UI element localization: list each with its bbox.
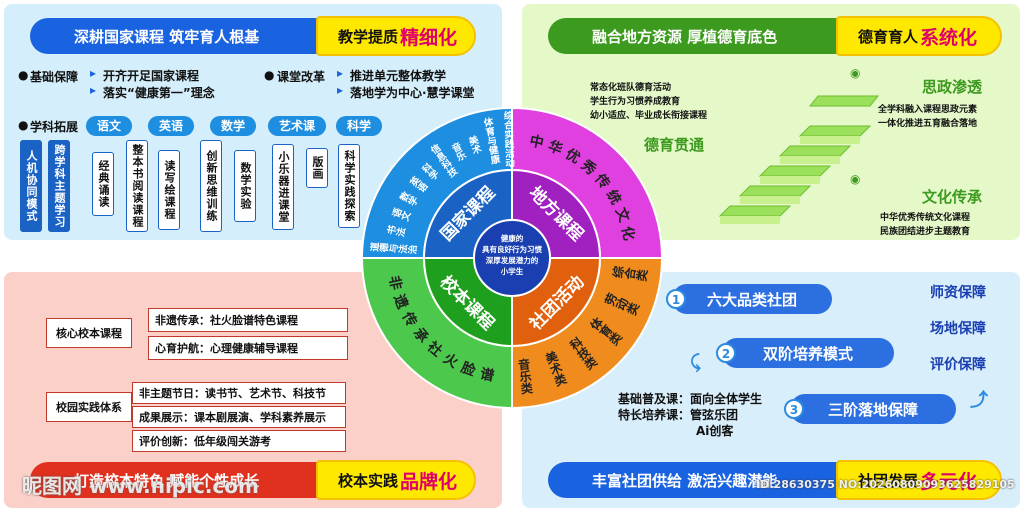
br-tag: 社团发展多元化 xyxy=(836,460,1002,500)
outer-school-char: 遗 xyxy=(390,291,411,311)
step-3-pill: 三阶落地保障 xyxy=(790,394,956,424)
culture-title: 文化传承 xyxy=(922,188,983,206)
location-pin-icon: ◉ xyxy=(850,66,861,80)
reform-item-1: 推进单元整体教学 xyxy=(350,69,447,83)
bullet-icon: ● xyxy=(264,68,275,82)
ideology-line-1: 全学科融入课程思政元素 xyxy=(878,105,978,115)
guarantee-evaluation: 评价保障 xyxy=(930,357,986,373)
subject-english: 英语 xyxy=(148,116,194,136)
course-special: 特长培养课：管弦乐团 xyxy=(618,408,739,422)
arrow-icon: ▸ xyxy=(337,83,344,97)
practice-label-box: 校园实践体系 xyxy=(46,392,132,422)
practice-item-1: 非主题节日：读书节、艺术节、科技节 xyxy=(132,382,346,404)
box-human-machine: 人机协同模式 xyxy=(20,140,42,232)
wheel-center xyxy=(473,219,551,297)
step-3-number: 3 xyxy=(784,399,804,419)
bl-banner: 打造校本特色 赋能个性成长 xyxy=(30,462,330,498)
practice-item-2: 成果展示：课本剧展演、学科素养展示 xyxy=(132,406,346,428)
reform-item-2: 落地学为中心·慧学课堂 xyxy=(350,86,475,100)
basic-label: 基础保障 xyxy=(30,70,79,84)
br-banner: 丰富社团供给 激活兴趣潜能 xyxy=(548,462,848,498)
ideology-title: 思政渗透 xyxy=(922,78,983,96)
outer-local-char: 华 xyxy=(546,137,565,158)
guarantee-teacher: 师资保障 xyxy=(930,285,986,301)
box-science-practice: 科学实践探索 xyxy=(338,144,360,228)
tr-tag-highlight: 系统化 xyxy=(920,26,978,49)
outer-local-char: 化 xyxy=(618,225,638,242)
outer-club-label: 综合类 xyxy=(610,264,650,283)
outer-club-label: 音乐类 xyxy=(516,356,534,395)
tl-banner: 深耕国家课程 筑牢育人根基 xyxy=(30,18,330,54)
bl-tag-highlight: 品牌化 xyxy=(400,470,458,493)
core-item-1: 非遗传承：社火脸谱特色课程 xyxy=(148,308,348,332)
bullet-icon: ● xyxy=(18,118,29,132)
box-innovative-thinking: 创新思维训练 xyxy=(200,140,222,232)
arrow-icon: ▸ xyxy=(90,66,97,80)
tl-tag-highlight: 精细化 xyxy=(400,26,458,49)
tr-tag-prefix: 德育育人 xyxy=(858,27,919,46)
br-tag-highlight: 多元化 xyxy=(920,470,978,493)
center-text-line: 健康的 xyxy=(501,233,524,243)
step-1-pill: 六大品类社团 xyxy=(672,284,832,314)
box-math-experiment: 数学实验 xyxy=(234,150,256,222)
ideology-line-2: 一体化推进五育融合落地 xyxy=(878,119,978,129)
box-classic-reading: 经典诵读 xyxy=(92,152,114,216)
guarantee-venue: 场地保障 xyxy=(930,321,986,337)
box-read-write-draw: 读写绘课程 xyxy=(158,150,180,230)
center-text-line: 具有良好行为习惯 xyxy=(482,244,542,254)
br-tag-prefix: 社团发展 xyxy=(858,471,919,490)
moral-connect-title: 德育贯通 xyxy=(644,136,705,154)
tr-banner: 融合地方资源 厚植德育底色 xyxy=(548,18,848,54)
outer-subject-label: 书法 xyxy=(385,224,408,240)
bullet-icon: ● xyxy=(18,68,29,82)
tl-tag: 教学提质精细化 xyxy=(316,16,476,56)
subject-chinese: 语文 xyxy=(86,116,132,136)
culture-line-1: 中华优秀传统文化课程 xyxy=(880,213,971,223)
course-ai: Ai创客 xyxy=(696,424,734,438)
location-pin-icon: ◉ xyxy=(850,172,861,186)
outer-subject-label: 综合实践活动 xyxy=(501,110,515,169)
box-interdisciplinary: 跨学科主题学习 xyxy=(48,140,70,232)
box-whole-book: 整本书阅读课程 xyxy=(126,140,148,232)
watermark-right: ID:28630375 NO:20260809093625829105 xyxy=(756,478,1015,491)
up-arrow-icon: ⤴ xyxy=(970,390,988,411)
subject-math: 数学 xyxy=(210,116,256,136)
curriculum-wheel: 健康的具有良好行为习惯深厚发展潜力的小学生国家课程地方课程校本课程社团活动道德与… xyxy=(360,106,664,410)
subject-science: 科学 xyxy=(336,116,382,136)
box-small-instruments: 小乐器进课堂 xyxy=(272,144,294,230)
step-1-number: 1 xyxy=(666,289,686,309)
subject-art: 艺术课 xyxy=(268,116,326,136)
moral-activity-2: 学生行为习惯养成教育 xyxy=(590,97,681,107)
down-arrow-icon: ⤹ xyxy=(690,352,701,373)
step-2-pill: 双阶培养模式 xyxy=(722,338,894,368)
step-2-number: 2 xyxy=(716,343,736,363)
culture-line-2: 民族团结进步主题教育 xyxy=(880,227,971,237)
core-item-2: 心育护航：心理健康辅导课程 xyxy=(148,336,348,360)
tl-tag-prefix: 教学提质 xyxy=(338,27,399,46)
staircase-illustration xyxy=(718,95,880,224)
center-text-line: 深厚发展潜力的 xyxy=(486,255,539,265)
moral-activity-1: 常态化班队德育活动 xyxy=(590,83,672,93)
outer-local-char: 中 xyxy=(528,132,545,152)
tr-tag: 德育育人系统化 xyxy=(836,16,1002,56)
outer-subject-label: 道德与法治 xyxy=(369,242,419,257)
basic-item-2: 落实“健康第一”理念 xyxy=(103,86,215,100)
moral-activity-3: 幼小适应、毕业成长衔接课程 xyxy=(590,111,708,121)
arrow-icon: ▸ xyxy=(90,83,97,97)
arrow-icon: ▸ xyxy=(337,66,344,80)
watermark-left: 昵图网 www.nipic.com xyxy=(22,474,259,498)
bl-tag-prefix: 校本实践 xyxy=(338,471,399,490)
bl-tag: 校本实践品牌化 xyxy=(316,460,476,500)
course-basic: 基础普及课：面向全体学生 xyxy=(618,392,763,406)
practice-item-3: 评价创新：低年级闯关游考 xyxy=(132,430,346,452)
center-text-line: 小学生 xyxy=(501,266,524,276)
basic-item-1: 开齐开足国家课程 xyxy=(103,69,200,83)
core-label-box: 核心校本课程 xyxy=(46,318,132,348)
outer-school-char: 非 xyxy=(385,274,405,291)
box-print: 版画 xyxy=(306,148,328,188)
reform-label: 课堂改革 xyxy=(277,70,326,84)
ext-label: 学科拓展 xyxy=(30,120,79,134)
outer-school-char: 谱 xyxy=(479,365,496,385)
